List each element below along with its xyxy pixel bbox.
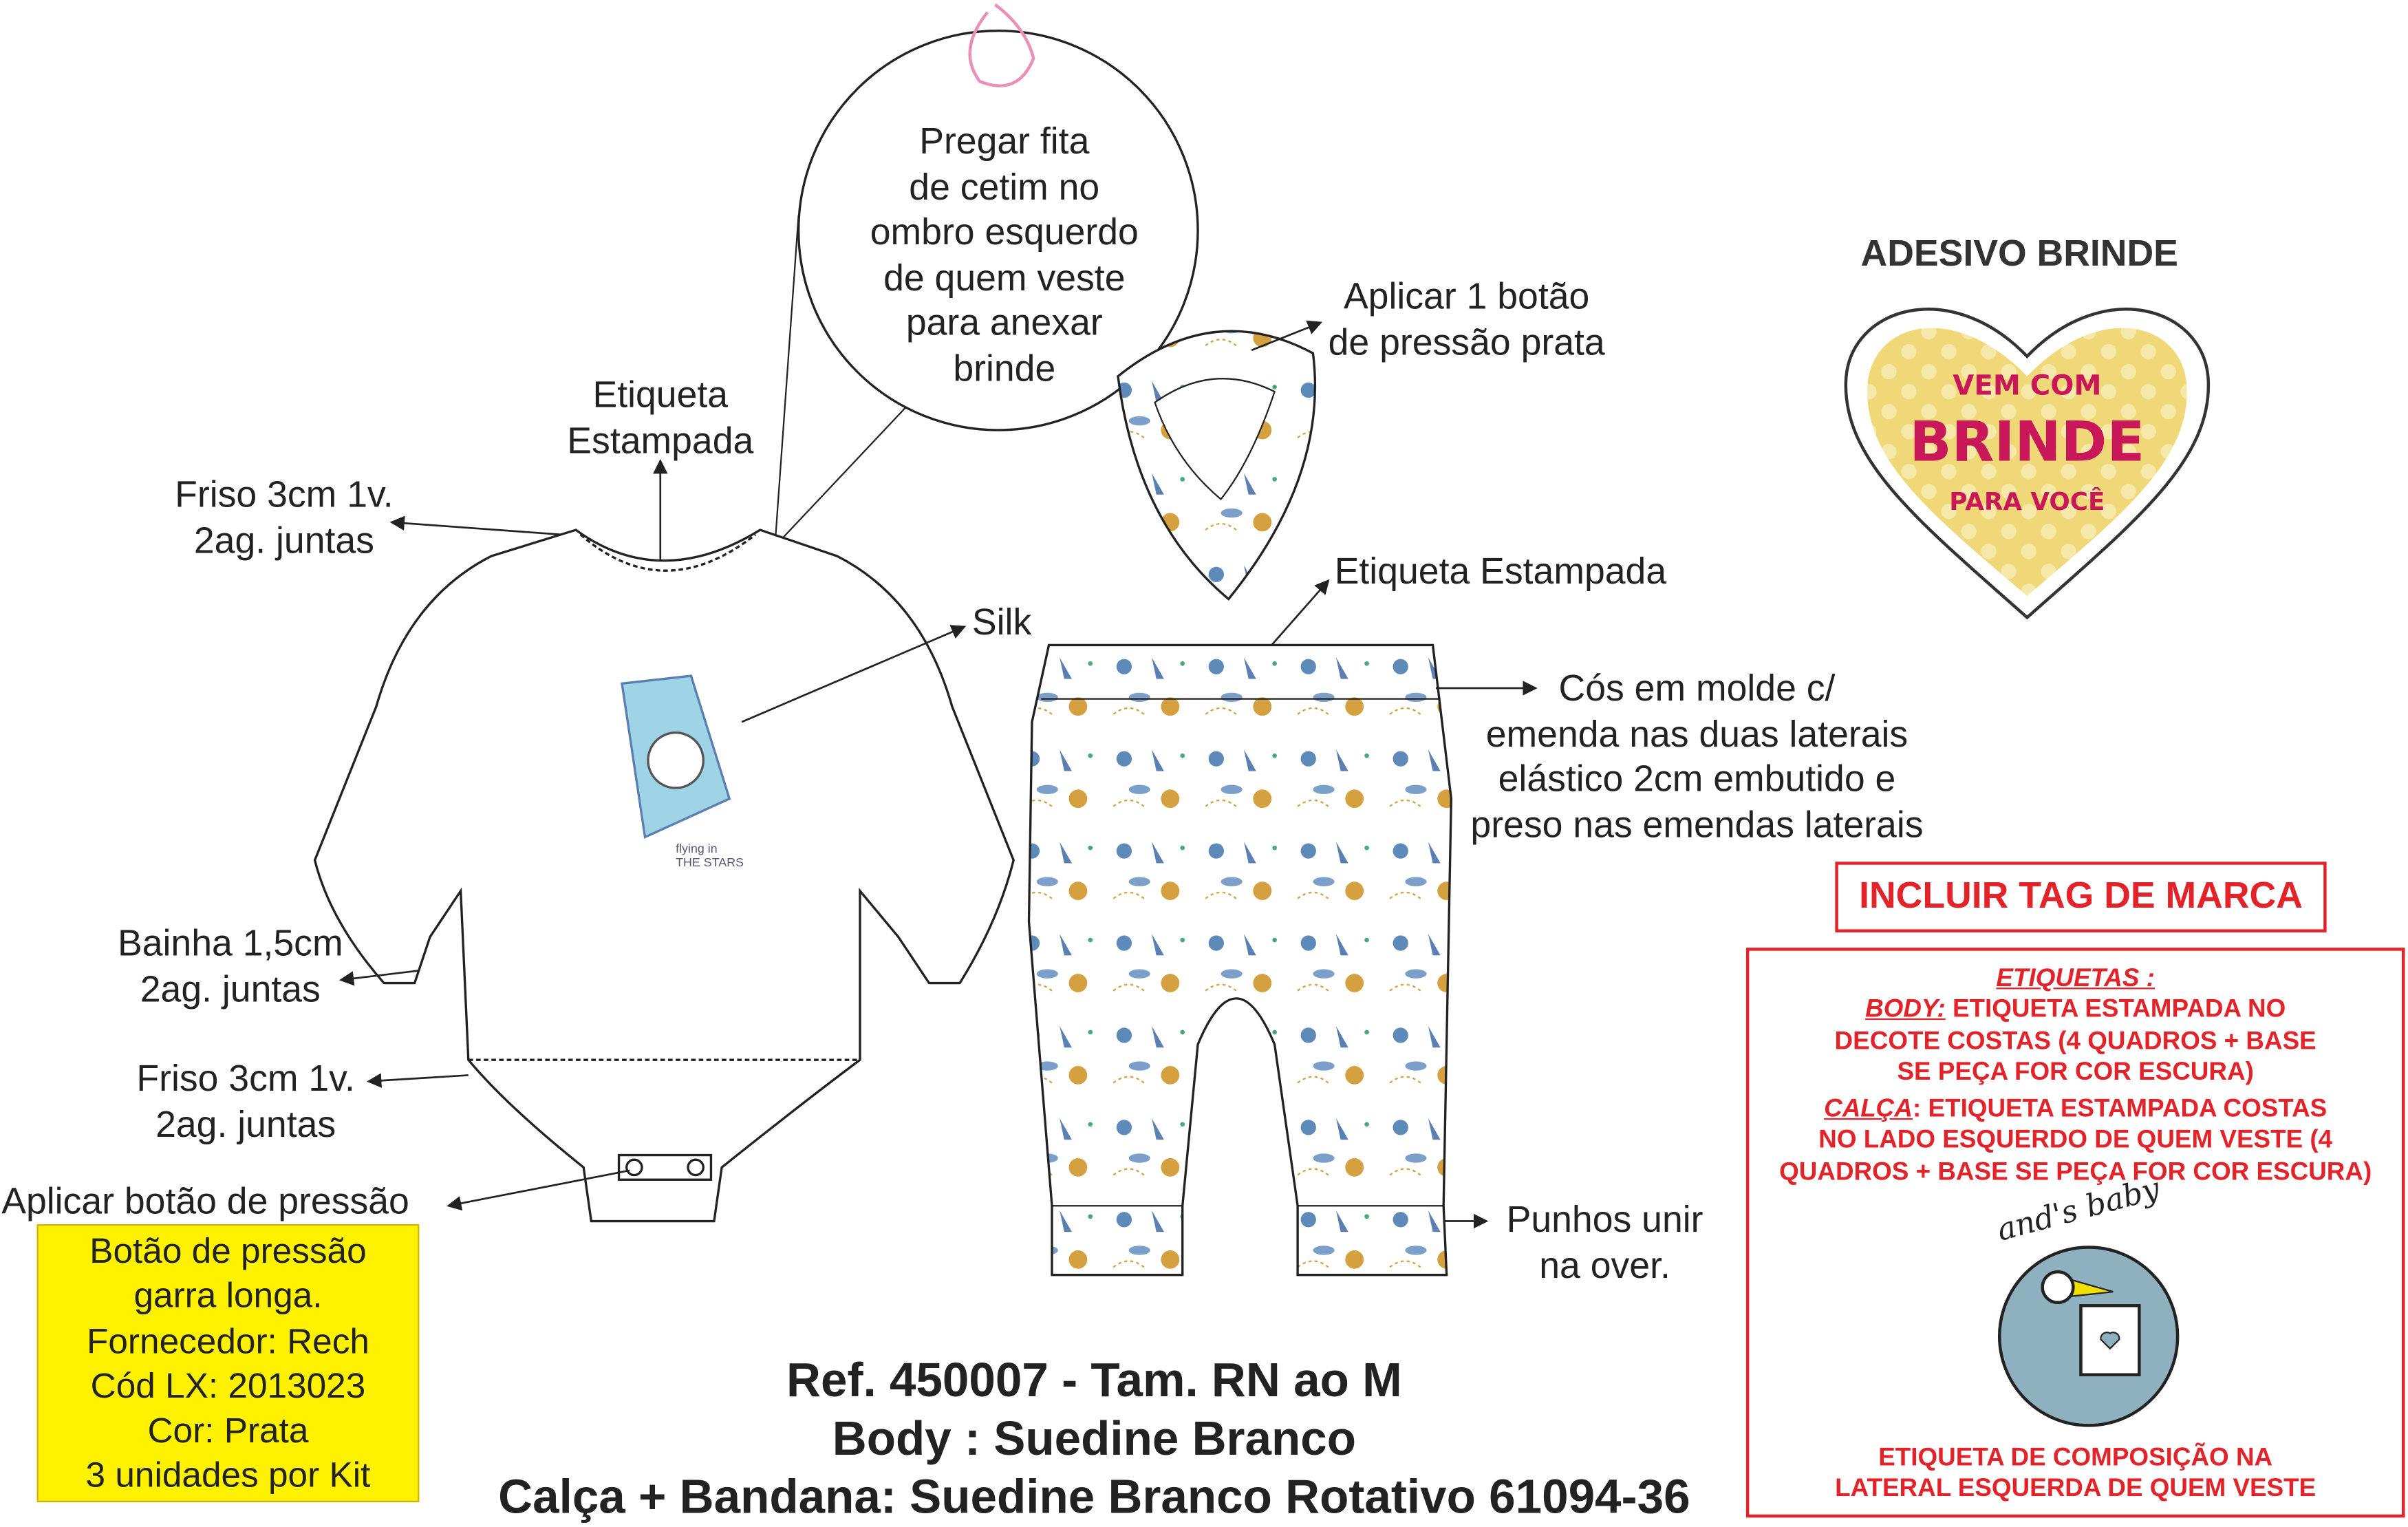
ribbon-detail-circle [775,3,1199,542]
label-line: QUADROS + BASE SE PEÇA FOR COR ESCURA) [1779,1157,2372,1186]
brand-tag-note: INCLUIR TAG DE MARCA [1835,862,2327,932]
note-line: Estampada [567,420,754,462]
label-line: ETIQUETA DE COMPOSIÇÃO NA [1878,1444,2273,1472]
body-label: BODY: [1865,996,1946,1024]
labels-title: ETIQUETAS : [1996,964,2155,992]
body-label-callout: Etiqueta Estampada [522,373,799,464]
label-line: LATERAL ESQUERDA DE QUEM VESTE [1835,1475,2316,1503]
print-line: THE STARS [676,855,744,870]
supplier-line: Cor: Prata [147,1410,309,1451]
bandana-snap-callout: Aplicar 1 botão de pressão prata [1305,275,1628,366]
bodysuit-drawing [313,528,1015,1223]
label-line: SE PEÇA FOR COR ESCURA) [1897,1058,2254,1086]
note-line: de quem veste [883,257,1126,299]
note-line: Bainha 1,5cm [117,923,343,965]
supplier-line: 3 unidades por Kit [85,1455,371,1495]
note-line: elástico 2cm embutido e [1498,758,1896,800]
sticker-line: PARA VOCÊ [1949,487,2105,516]
supplier-line: Cód LX: 2013023 [90,1365,366,1406]
note-line: Pregar fita [919,121,1090,163]
silk-callout: Silk [971,601,1032,644]
gift-sticker-heart [1844,308,2211,620]
waistband-callout: Cós em molde c/ emenda nas duas laterais… [1443,667,1950,848]
calca-label: CALÇA [1824,1095,1913,1124]
brand-logo [1997,1246,2180,1427]
note-line: preso nas emendas laterais [1470,804,1924,846]
supplier-line: Botão de pressão [89,1230,367,1270]
label-line: DECOTE COSTAS (4 QUADROS + BASE [1834,1027,2316,1055]
leg-trim-callout: Friso 3cm 1v. 2ag. juntas [100,1057,391,1148]
supplier-line: garra longa. [133,1275,323,1316]
sticker-line: VEM COM [1953,370,2102,403]
reference-line: Calça + Bandana: Suedine Branco Rotativo… [498,1470,1690,1524]
note-line: 2ag. juntas [140,968,321,1010]
reference-line: Ref. 450007 - Tam. RN ao M [786,1353,1402,1407]
note-line: 2ag. juntas [155,1103,336,1146]
note-line: Friso 3cm 1v. [136,1058,355,1100]
note-line: brinde [953,348,1056,389]
note-line: Cós em molde c/ [1558,668,1836,710]
print-line: flying in [676,842,718,856]
note-line: Aplicar 1 botão [1343,276,1590,319]
snap-callout: Aplicar botão de pressão [1,1181,409,1223]
note-line: ombro esquerdo [870,212,1139,254]
sticker-title: ADESIVO BRINDE [1860,233,2178,275]
supplier-line: Fornecedor: Rech [87,1320,369,1360]
label-line: ETIQUETA ESTAMPADA NO [1945,996,2286,1024]
note-line: Etiqueta [592,374,729,416]
label-line: : ETIQUETA ESTAMPADA COSTAS [1913,1095,2328,1124]
note-line: emenda nas duas laterais [1485,713,1909,756]
note-line: de pressão prata [1328,321,1605,363]
note-line: Friso 3cm 1v. [175,474,394,516]
reference-block: Ref. 450007 - Tam. RN ao M Body : Suedin… [384,1352,1805,1526]
print-text: flying in THE STARS [676,842,744,869]
note-line: de cetim no [909,167,1100,209]
note-line: para anexar [905,302,1103,344]
note-line: Punhos unir [1506,1199,1703,1241]
note-line: na over. [1539,1245,1670,1287]
pants-label-callout: Etiqueta Estampada [1334,551,1667,593]
reference-line: Body : Suedine Branco [832,1411,1356,1466]
ribbon-note: Pregar fita de cetim no ombro esquerdo d… [829,120,1179,392]
leader-lines [338,320,1538,1229]
sticker-line: BRINDE [1909,412,2145,475]
cuffs-callout: Punhos unir na over. [1490,1198,1720,1289]
supplier-box: Botão de pressão garra longa. Fornecedor… [36,1224,420,1502]
hem-callout: Bainha 1,5cm 2ag. juntas [85,921,376,1012]
label-line: NO LADO ESQUERDO DE QUEM VESTE (4 [1818,1126,2333,1155]
labels-box: ETIQUETAS : BODY: ETIQUETA ESTAMPADA NO … [1745,948,2405,1518]
neck-trim-callout: Friso 3cm 1v. 2ag. juntas [138,473,430,564]
note-line: 2ag. juntas [193,520,374,562]
pants-drawing [1027,643,1453,1277]
